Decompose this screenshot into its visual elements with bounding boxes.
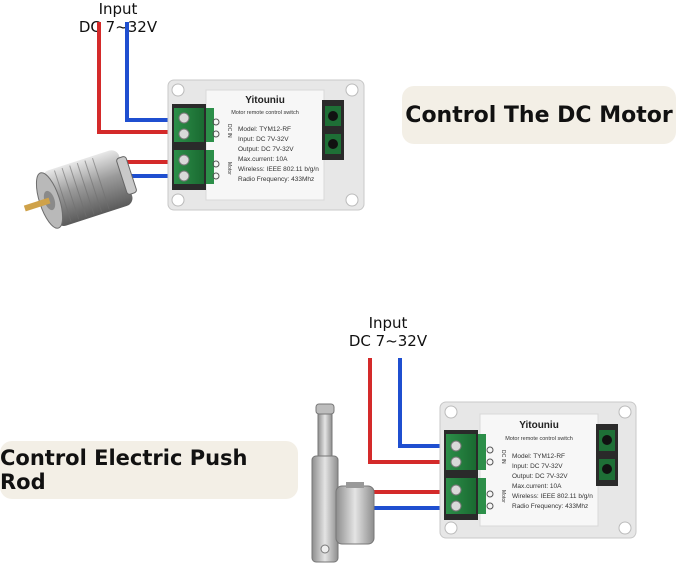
controller-module-2	[439, 401, 637, 539]
dc-motor	[23, 150, 137, 229]
module-2-input: Input: DC 7V-32V	[512, 463, 563, 470]
electric-push-rod	[311, 403, 375, 563]
input-label-2: Input DC 7~32V	[338, 314, 438, 350]
input-wires-1	[97, 22, 178, 134]
caption-dc-motor-text: Control The DC Motor	[405, 102, 673, 128]
module-1-brand: Yitouniu	[245, 95, 285, 106]
module-2-terminal-motor: Motor	[500, 490, 506, 503]
push-rod-wires	[372, 490, 450, 510]
caption-push-rod-text: Control Electric Push Rod	[0, 446, 248, 494]
module-2-wireless: Wireless: IEEE 802.11 b/g/n	[512, 493, 593, 500]
module-1-input: Input: DC 7V-32V	[238, 136, 289, 143]
module-2-max-current: Max.current: 10A	[512, 483, 562, 490]
controller-module-1	[167, 79, 365, 211]
input-label-1-title: Input	[98, 0, 138, 18]
module-1-model: Model: TYM12-RF	[238, 126, 291, 133]
caption-push-rod: Control Electric Push Rod	[0, 441, 298, 499]
module-1-max-current: Max.current: 10A	[238, 156, 288, 163]
module-2-terminal-dcin: DC IN	[500, 450, 506, 464]
module-1-terminal-motor: Motor	[226, 162, 232, 175]
input-label-2-title: Input	[368, 314, 408, 332]
module-1-subtitle: Motor remote control switch	[231, 110, 299, 116]
module-1-terminal-dcin: DC IN	[226, 124, 232, 138]
module-2-radio: Radio Frequency: 433Mhz	[512, 503, 588, 510]
input-wires-2	[368, 358, 450, 464]
caption-dc-motor: Control The DC Motor	[402, 86, 676, 144]
module-2-brand: Yitouniu	[519, 420, 559, 431]
module-2-output: Output: DC 7V-32V	[512, 473, 568, 480]
module-1-wireless: Wireless: IEEE 802.11 b/g/n	[238, 166, 319, 173]
input-label-2-voltage: DC 7~32V	[348, 332, 428, 350]
module-1-radio: Radio Frequency: 433Mhz	[238, 176, 314, 183]
module-2-model: Model: TYM12-RF	[512, 453, 565, 460]
module-1-output: Output: DC 7V-32V	[238, 146, 294, 153]
module-2-subtitle: Motor remote control switch	[505, 436, 573, 442]
